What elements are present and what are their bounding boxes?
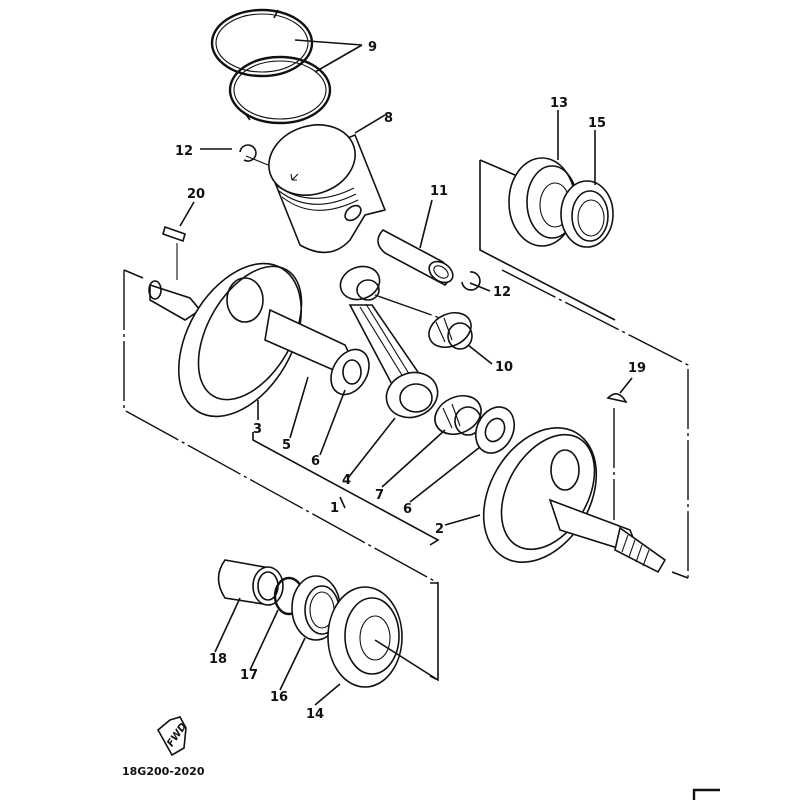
woodruff-key [606, 377, 633, 520]
callout-15: 15 [588, 116, 606, 131]
callout-3: 3 [253, 422, 262, 437]
callout-6-right: 6 [403, 502, 412, 517]
callout-8: 8 [384, 111, 393, 126]
piston-pin-clip-left [200, 144, 269, 166]
crankshaft-assembly-outline [123, 269, 689, 584]
callout-6-left: 6 [311, 454, 320, 469]
callout-1: 1 [330, 501, 339, 516]
callout-leaders [252, 376, 481, 546]
callout-17: 17 [240, 668, 258, 683]
callout-12-left: 12 [175, 144, 193, 159]
callout-13: 13 [550, 96, 568, 111]
callout-5: 5 [282, 438, 291, 453]
callout-2: 2 [435, 522, 444, 537]
callout-19: 19 [628, 361, 646, 376]
callout-18: 18 [209, 652, 227, 667]
piston-ring-set [210, 8, 363, 125]
straight-key [162, 201, 195, 280]
right-crank [482, 427, 667, 574]
piston-pin [377, 199, 454, 286]
right-bearing-group [479, 110, 616, 321]
callout-20: 20 [187, 187, 205, 202]
left-bearing-group [214, 559, 439, 706]
piston-pin-clip-right [461, 271, 491, 292]
callout-16: 16 [270, 690, 288, 705]
corner-mark [692, 788, 720, 800]
callout-9: 9 [368, 40, 377, 55]
callout-4: 4 [342, 473, 351, 488]
left-crank [148, 262, 370, 418]
connecting-rod [339, 265, 441, 419]
forward-direction-badge: FWD [156, 716, 189, 757]
piston [268, 114, 387, 254]
small-end-bearing [428, 311, 493, 365]
big-end-bearing [434, 394, 482, 436]
callout-11: 11 [430, 184, 448, 199]
callout-12-right: 12 [493, 285, 511, 300]
callout-10: 10 [495, 360, 513, 375]
callout-7: 7 [375, 488, 384, 503]
part-code: 18G200-2020 [122, 765, 205, 778]
callout-14: 14 [306, 707, 324, 722]
crank-washer-right [474, 406, 516, 454]
